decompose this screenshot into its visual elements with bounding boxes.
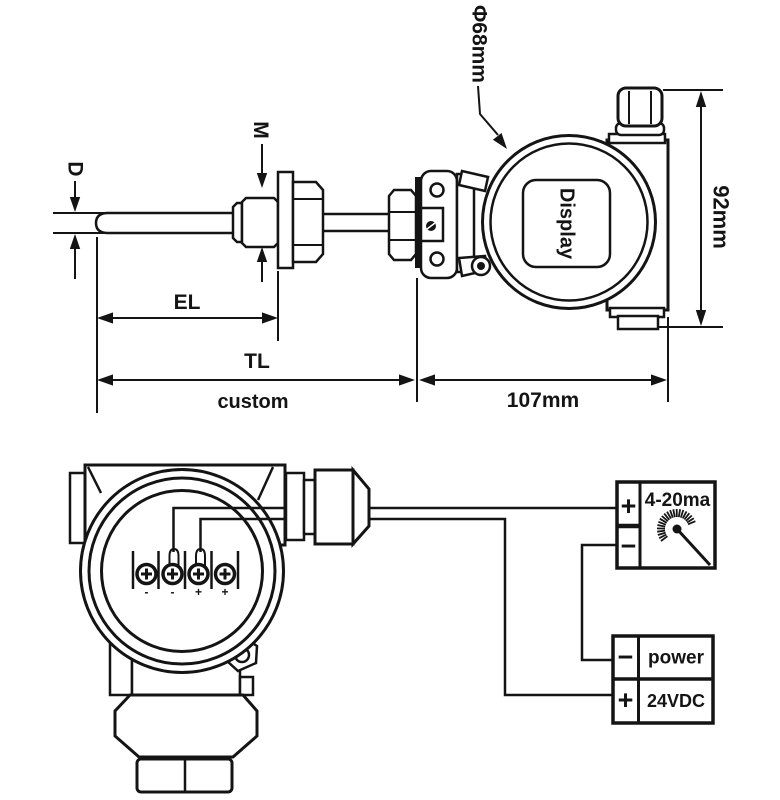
meter-minus-sign: −	[621, 531, 637, 561]
wiring-diagram: - - + + + −	[68, 463, 717, 794]
transmitter-housing: Display	[470, 86, 670, 331]
power-name-label: power	[648, 648, 705, 669]
dimension-housing-height: 92mm	[659, 89, 734, 328]
label-total-length: TL	[244, 350, 270, 373]
display-window	[521, 178, 612, 269]
wire-to-power-plus	[199, 517, 613, 697]
meter-needle	[675, 527, 712, 567]
label-housing-diameter: Φ68mm	[468, 5, 491, 83]
terminal-screw-2	[161, 562, 184, 586]
meter-gauge-ticks	[656, 508, 696, 542]
terminal-screw-1	[135, 562, 158, 586]
dimension-insertion-length: EL	[96, 237, 279, 413]
label-display: Display	[556, 188, 578, 260]
label-probe-diameter: D	[64, 161, 87, 176]
terminal-sign-4: +	[221, 585, 228, 599]
screw-icon	[477, 262, 485, 270]
dimension-probe-diameter: D	[64, 161, 87, 279]
label-housing-length: 107mm	[507, 389, 579, 412]
dimension-housing-length: 107mm	[419, 317, 669, 412]
terminal-screw-4	[213, 562, 237, 586]
power-plus-sign: +	[618, 685, 634, 715]
thread-fitting	[231, 170, 325, 270]
wire-meter-minus-to-power-minus	[580, 543, 617, 662]
power-minus-sign: −	[618, 642, 634, 672]
label-custom-note: custom	[217, 391, 288, 413]
power-supply: − + power 24VDC	[611, 634, 715, 725]
cable-gland-top	[607, 86, 667, 145]
terminal-sign-3: +	[195, 585, 202, 599]
current-meter: + − 4-20ma	[615, 480, 717, 570]
dimension-total-length: TL custom	[97, 278, 418, 413]
terminal-sign-1: -	[145, 585, 149, 599]
meter-plus-sign: +	[621, 491, 637, 521]
terminal-screw-3	[187, 562, 210, 586]
transmitter-front-view: - - + +	[68, 463, 617, 794]
label-thread-size: M	[249, 121, 272, 139]
cable-gland-side	[284, 465, 371, 548]
callout-housing-diameter: Φ68mm	[468, 5, 507, 149]
label-housing-height: 92mm	[709, 185, 734, 249]
process-connector	[387, 169, 490, 280]
power-voltage-label: 24VDC	[647, 691, 705, 711]
terminal-sign-2: -	[171, 585, 175, 599]
meter-range-label: 4-20ma	[645, 490, 711, 511]
top-view-drawing: D M	[53, 5, 734, 413]
wire-to-meter-plus	[172, 506, 617, 552]
dimension-thread-size: M	[249, 121, 272, 282]
probe-rod	[94, 211, 246, 235]
mount-tab	[68, 471, 87, 545]
label-insertion-length: EL	[174, 291, 201, 314]
